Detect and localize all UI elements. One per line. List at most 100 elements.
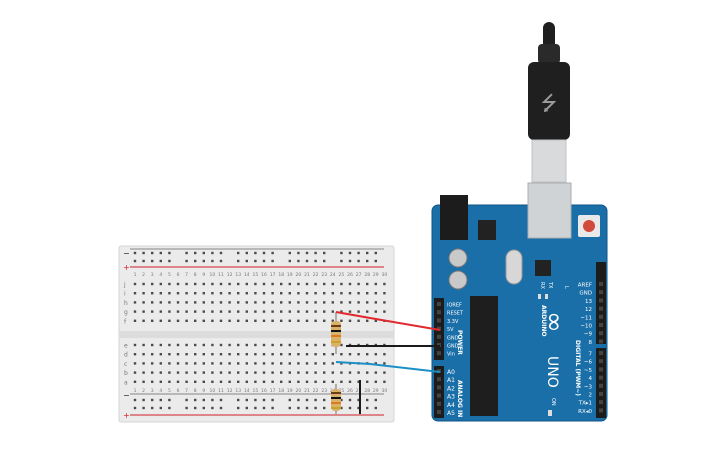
breadboard-hole — [168, 301, 171, 304]
usb-plug-body — [528, 62, 570, 140]
breadboard-hole — [305, 310, 309, 313]
row-label: g — [124, 309, 128, 316]
breadboard-hole — [211, 310, 214, 313]
column-label: 26 — [347, 388, 353, 394]
analog-header-label: ANALOG IN — [456, 380, 463, 417]
breadboard-hole — [133, 310, 137, 313]
breadboard-hole — [305, 282, 309, 286]
breadboard-hole — [331, 292, 334, 295]
rail-hole — [202, 251, 205, 255]
breadboard-hole — [271, 292, 274, 295]
breadboard-hole — [159, 380, 162, 383]
column-label: 7 — [185, 272, 188, 278]
breadboard-hole — [280, 380, 283, 383]
rail-hole — [357, 251, 360, 255]
breadboard-hole — [245, 343, 248, 347]
row-label: j — [123, 282, 126, 289]
resistor-1-band-4 — [331, 341, 341, 343]
resistor-2-band-2 — [331, 397, 341, 399]
rail-hole — [262, 398, 266, 402]
header-pin — [437, 385, 441, 390]
breadboard-hole — [297, 319, 300, 322]
breadboard-hole — [245, 380, 248, 383]
breadboard-hole — [297, 292, 300, 295]
row-label: e — [124, 343, 128, 350]
breadboard-hole — [366, 301, 369, 304]
breadboard-hole — [271, 343, 274, 347]
breadboard-hole — [159, 310, 162, 313]
rail-hole — [142, 398, 145, 402]
breadboard-hole — [366, 371, 369, 374]
rail-hole — [237, 251, 240, 255]
usb-symbol-icon: ⭍ — [541, 91, 558, 115]
breadboard-hole — [228, 380, 231, 383]
breadboard-hole — [211, 380, 214, 383]
breadboard-hole — [305, 371, 309, 374]
breadboard-hole — [245, 319, 248, 322]
breadboard-hole — [237, 310, 240, 313]
row-label: i — [124, 291, 126, 298]
breadboard-hole — [288, 282, 291, 286]
rail-hole — [194, 406, 197, 410]
rail-hole — [168, 406, 171, 410]
rail-hole — [374, 406, 377, 410]
breadboard-hole — [348, 301, 352, 304]
rail-hole — [219, 259, 223, 263]
header-pin — [437, 334, 441, 339]
rail-hole — [168, 251, 171, 255]
rail-hole — [305, 259, 309, 263]
rail-hole — [194, 398, 197, 402]
breadboard-hole — [219, 371, 223, 374]
breadboard-hole — [374, 353, 377, 356]
resistor-2-band-4 — [331, 407, 341, 409]
rail-hole — [271, 406, 274, 410]
breadboard-hole — [133, 292, 137, 295]
rail-hole — [314, 259, 317, 263]
header-pin — [437, 401, 441, 406]
breadboard-hole — [305, 301, 309, 304]
rail-hole — [271, 251, 274, 255]
breadboard-hole — [133, 353, 137, 356]
breadboard-hole — [159, 282, 162, 286]
breadboard-hole — [254, 380, 257, 383]
rail-hole — [340, 406, 343, 410]
breadboard-hole — [245, 371, 248, 374]
breadboard-hole — [331, 282, 334, 286]
row-label: d — [124, 352, 128, 359]
breadboard-hole — [340, 292, 343, 295]
rail-hole — [262, 251, 266, 255]
breadboard-hole — [168, 319, 171, 322]
rail-hole — [357, 398, 360, 402]
column-label: 20 — [296, 388, 302, 394]
breadboard-hole — [168, 371, 171, 374]
column-label: 19 — [287, 272, 293, 278]
breadboard-hole — [168, 282, 171, 286]
breadboard-hole — [340, 310, 343, 313]
breadboard-hole — [280, 319, 283, 322]
column-label: 10 — [210, 388, 216, 394]
breadboard-hole — [237, 343, 240, 347]
breadboard-hole — [133, 362, 137, 365]
breadboard-hole — [185, 282, 188, 286]
column-label: 5 — [168, 272, 171, 278]
breadboard-hole — [340, 371, 343, 374]
breadboard-hole — [254, 319, 257, 322]
breadboard-hole — [366, 310, 369, 313]
breadboard-hole — [383, 353, 386, 356]
breadboard-hole — [262, 282, 266, 286]
tx-led-label: TX — [547, 281, 553, 289]
breadboard-hole — [374, 310, 377, 313]
breadboard-hole — [323, 380, 326, 383]
row-label: f — [124, 318, 127, 325]
analog-pin-label: A4 — [447, 402, 455, 409]
breadboard-hole — [271, 282, 274, 286]
rail-hole — [211, 406, 214, 410]
breadboard-hole — [176, 282, 180, 286]
breadboard-center-channel — [119, 331, 394, 338]
rail-hole — [245, 259, 248, 263]
power-pin-label: GND — [447, 335, 459, 341]
arduino-logo: ∞ ARDUINO UNO — [539, 305, 569, 388]
breadboard-hole — [348, 371, 352, 374]
rail-hole — [297, 251, 300, 255]
breadboard-hole — [271, 319, 274, 322]
